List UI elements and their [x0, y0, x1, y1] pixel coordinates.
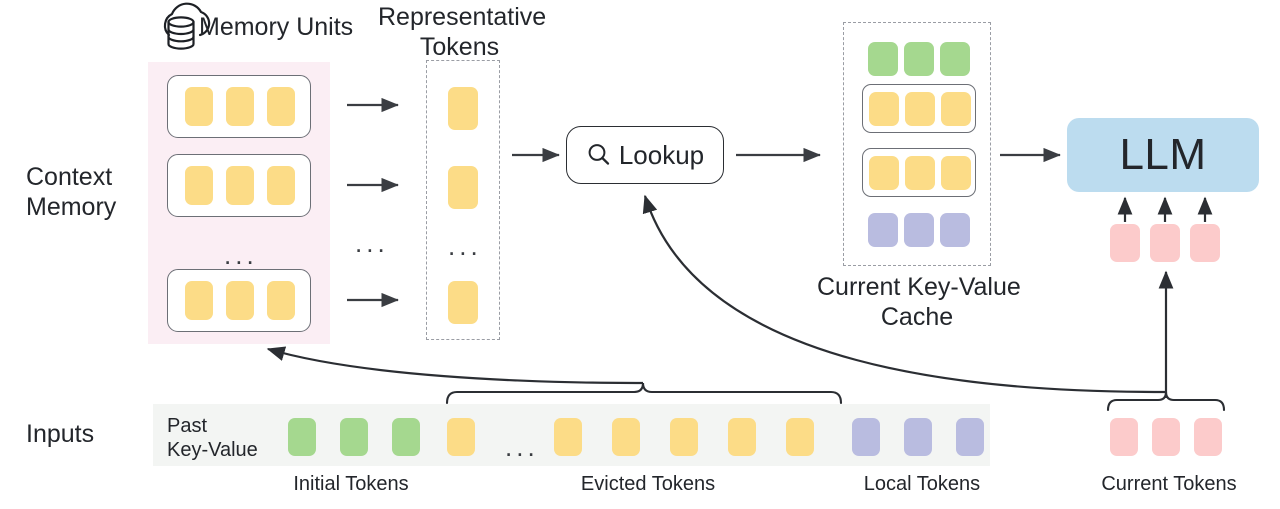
- representative-token: [448, 166, 478, 209]
- kv-token: [869, 156, 899, 190]
- current-token-llm: [1150, 224, 1180, 262]
- input-token-evicted: [670, 418, 698, 456]
- kv-token: [941, 156, 971, 190]
- memory-to-rep-arrows: [347, 97, 399, 308]
- memory-token: [185, 166, 213, 205]
- caption-local-tokens: Local Tokens: [863, 473, 981, 495]
- input-token-evicted: [786, 418, 814, 456]
- kv-token: [869, 92, 899, 126]
- kv-token: [868, 42, 898, 76]
- search-icon: [588, 144, 609, 165]
- current-tokens-to-llm-arrows: [1117, 196, 1213, 222]
- memory-unit[interactable]: [167, 269, 311, 332]
- llm-box: LLM: [1067, 118, 1259, 192]
- input-token-current: [1152, 418, 1180, 456]
- memory-units-ellipsis: ...: [224, 240, 258, 270]
- kv-token: [904, 213, 934, 247]
- lookup-button[interactable]: Lookup: [566, 126, 724, 184]
- input-token-current: [1194, 418, 1222, 456]
- llm-label: LLM: [1119, 130, 1207, 179]
- kv-token: [941, 92, 971, 126]
- input-token-initial: [288, 418, 316, 456]
- input-token-local: [904, 418, 932, 456]
- representative-tokens-ellipsis: ...: [448, 231, 482, 261]
- kv-token: [904, 42, 934, 76]
- memory-token: [267, 87, 295, 126]
- memory-token: [226, 281, 254, 320]
- caption-initial-tokens: Initial Tokens: [293, 473, 409, 495]
- current-tokens-brace: [1106, 391, 1226, 412]
- caption-current-tokens: Current Tokens: [1101, 473, 1237, 495]
- kv-token: [868, 213, 898, 247]
- input-token-evicted: [612, 418, 640, 456]
- representative-tokens-container: ...: [426, 60, 500, 340]
- evicted-tokens-brace: [445, 382, 843, 405]
- kv-cache-caption: Current Key-Value Cache: [817, 273, 1021, 331]
- input-token-local: [852, 418, 880, 456]
- representative-tokens-heading: Representative Tokens: [378, 3, 547, 61]
- input-token-evicted: [728, 418, 756, 456]
- inputs-ellipsis: ...: [505, 432, 539, 462]
- context-memory-panel: ...: [148, 62, 330, 344]
- input-token-local: [956, 418, 984, 456]
- row-label-inputs: Inputs: [26, 420, 95, 448]
- kv-cache-row-boxed: [862, 84, 976, 133]
- kv-cache-row-boxed: [862, 148, 976, 197]
- memory-token: [185, 281, 213, 320]
- input-token-evicted: [554, 418, 582, 456]
- memory-unit[interactable]: [167, 154, 311, 217]
- current-token-llm: [1190, 224, 1220, 262]
- memory-token: [226, 166, 254, 205]
- kv-token: [905, 156, 935, 190]
- input-token-evicted: [447, 418, 475, 456]
- input-token-initial: [392, 418, 420, 456]
- memory-token: [267, 166, 295, 205]
- caption-evicted-tokens: Evicted Tokens: [580, 473, 716, 495]
- memory-unit[interactable]: [167, 75, 311, 138]
- kv-token: [940, 213, 970, 247]
- kv-token: [905, 92, 935, 126]
- current-token-llm: [1110, 224, 1140, 262]
- memory-token: [226, 87, 254, 126]
- kv-token: [940, 42, 970, 76]
- past-key-value-label: Past Key-Value: [167, 415, 258, 461]
- lookup-label: Lookup: [618, 140, 705, 170]
- input-token-current: [1110, 418, 1138, 456]
- row-label-context-memory: Context Memory: [26, 163, 117, 221]
- memory-units-heading: Memory Units: [199, 13, 354, 41]
- memory-token: [267, 281, 295, 320]
- arrow-column-ellipsis: ...: [355, 228, 389, 258]
- memory-token: [185, 87, 213, 126]
- representative-token: [448, 281, 478, 324]
- representative-token: [448, 87, 478, 130]
- evicted-to-context-memory-arrow: [266, 346, 644, 385]
- kv-cache-container: [843, 22, 991, 266]
- input-token-initial: [340, 418, 368, 456]
